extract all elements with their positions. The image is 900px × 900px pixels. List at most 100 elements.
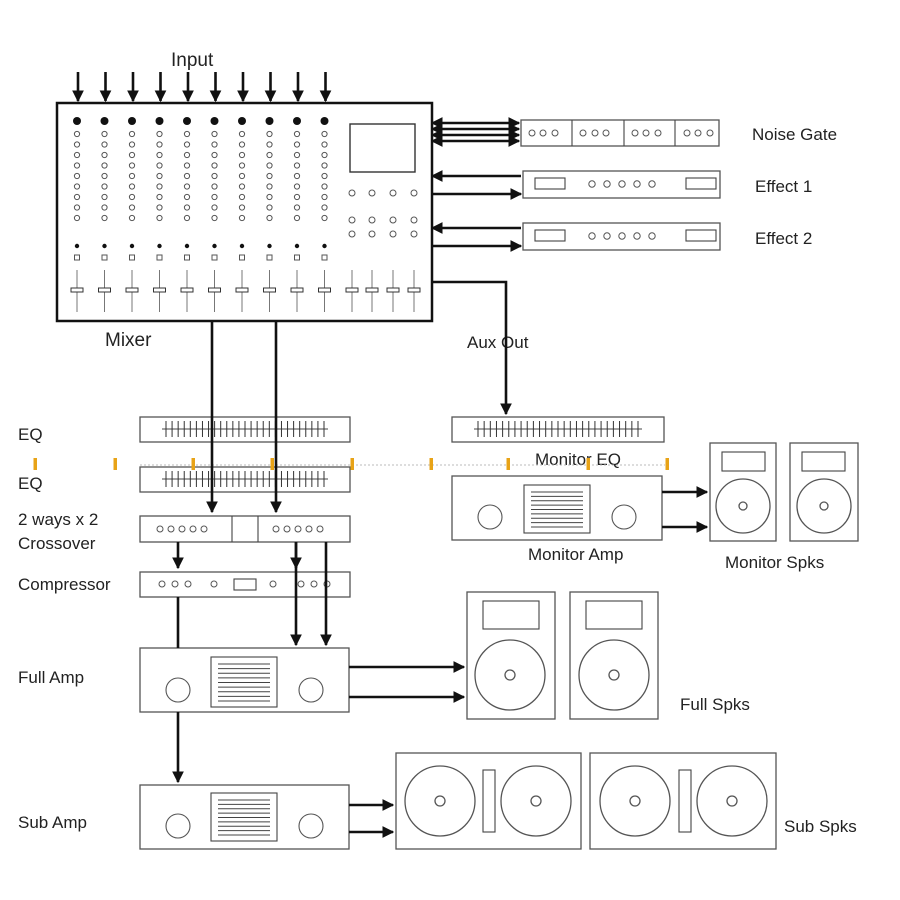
channel-gain-knob xyxy=(73,117,81,125)
monitor-speaker-2 xyxy=(789,442,859,542)
crossover-knob xyxy=(305,525,313,533)
channel-knob xyxy=(73,162,81,169)
mixer-display xyxy=(349,123,416,173)
channel-knob xyxy=(321,183,328,190)
channel-knob xyxy=(266,130,273,138)
master-knob xyxy=(368,230,376,238)
sub-speaker-2-dustcap-right xyxy=(726,795,738,807)
noise-gate-knob xyxy=(579,129,587,137)
noise-gate-knob xyxy=(591,129,599,137)
channel-button xyxy=(212,243,217,249)
eq2 xyxy=(139,466,351,493)
channel-knob xyxy=(183,151,191,159)
channel-knob xyxy=(128,151,136,159)
channel-knob xyxy=(211,183,218,190)
channel-fader-cap xyxy=(153,287,166,293)
sub-amp-grille xyxy=(218,799,270,836)
eq1 xyxy=(139,416,351,443)
channel-knob xyxy=(238,214,246,222)
master-knob xyxy=(348,189,356,197)
orange-mark xyxy=(33,458,37,470)
channel-knob xyxy=(101,130,108,138)
channel-knob xyxy=(238,151,246,159)
compressor-knob xyxy=(310,580,318,588)
effect1-label: Effect 1 xyxy=(755,177,812,196)
channel-mute xyxy=(129,254,135,261)
channel-fader-cap xyxy=(318,287,331,293)
channel-knob xyxy=(156,172,163,180)
channel-knob xyxy=(211,214,218,222)
effect2-knobs xyxy=(588,232,656,240)
channel-knob xyxy=(211,172,218,180)
channel-knob xyxy=(183,162,191,169)
master-knob xyxy=(348,216,356,224)
channel-knob xyxy=(238,172,246,180)
channel-button xyxy=(102,243,107,249)
orange-mark xyxy=(350,458,354,470)
noise-gate-knob xyxy=(654,129,662,137)
channel-gain-knob xyxy=(265,117,274,125)
effect-knob xyxy=(648,180,656,188)
effect-knob xyxy=(633,232,641,240)
channel-button xyxy=(74,243,80,249)
channel-knob xyxy=(73,130,81,138)
noise-gate xyxy=(520,119,720,147)
full-speaker-2 xyxy=(569,591,659,720)
channel-gain-knob xyxy=(238,117,246,125)
noise-gate-knob xyxy=(706,129,714,137)
full-speaker-2-dustcap xyxy=(608,669,620,681)
channel-fader-cap xyxy=(235,287,249,293)
channel-button xyxy=(129,243,135,249)
channel-knob xyxy=(321,162,328,169)
signal-wires xyxy=(172,117,709,838)
channel-knob xyxy=(156,183,163,190)
aux-out-wire xyxy=(432,280,512,416)
channel-knob xyxy=(266,214,273,222)
channel-knob xyxy=(293,151,301,159)
channel-gain-knob xyxy=(293,117,301,125)
eq1-label: EQ xyxy=(18,425,43,444)
master-fader-cap xyxy=(386,287,400,293)
noise-gate-knob xyxy=(642,129,650,137)
full-amp-meter xyxy=(210,656,278,708)
mixer-label: Mixer xyxy=(105,330,152,351)
channel-button xyxy=(267,243,272,249)
monitor-amp-knob-right xyxy=(611,504,637,530)
channel-knob xyxy=(266,151,273,159)
effect1-knobs xyxy=(588,180,656,188)
channel-knob xyxy=(238,204,246,211)
monitor-amp-grille xyxy=(531,491,583,528)
eq1-sliders xyxy=(162,421,328,437)
sub-amp-label: Sub Amp xyxy=(18,813,87,832)
full-speaker-1 xyxy=(466,591,556,720)
channel-knob xyxy=(101,162,108,169)
noise-gate-knob xyxy=(683,129,691,137)
noise-gate-knob xyxy=(694,129,702,137)
channel-knob xyxy=(211,141,218,148)
channel-knob xyxy=(211,151,218,159)
channel-button xyxy=(294,243,300,249)
channel-knob xyxy=(183,172,191,180)
channel-knob xyxy=(101,141,108,148)
crossover-knob xyxy=(283,525,291,533)
channel-knob xyxy=(101,214,108,222)
effect-knob xyxy=(648,232,656,240)
compressor-label: Compressor xyxy=(18,575,111,594)
channel-mute xyxy=(74,254,80,261)
mixer-master-section xyxy=(345,189,421,312)
sub-speaker-2-port xyxy=(678,769,692,833)
noise-gate-knobs xyxy=(528,120,714,146)
sub-speaker-1-dustcap-right xyxy=(530,795,542,807)
channel-gain-knob xyxy=(128,117,136,125)
channel-knob xyxy=(293,183,301,190)
channel-knob xyxy=(266,172,273,180)
channel-knob xyxy=(101,151,108,159)
channel-knob xyxy=(293,130,301,138)
channel-gain-knob xyxy=(155,117,164,125)
effect2-display xyxy=(534,229,566,242)
channel-knob xyxy=(321,130,328,138)
crossover-body xyxy=(139,515,351,543)
channel-knob xyxy=(293,172,301,180)
noise-gate-knob xyxy=(551,129,559,137)
effect-knob xyxy=(603,180,611,188)
